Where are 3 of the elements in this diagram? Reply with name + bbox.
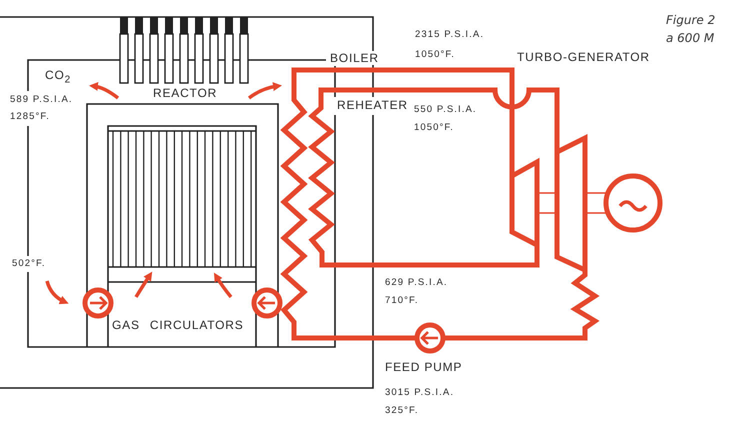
condition-label: 3015 P.S.I.A. <box>385 388 454 398</box>
condition-label: 325°F. <box>385 406 419 416</box>
figure-caption: Figure 2 a 600 M <box>666 12 716 47</box>
